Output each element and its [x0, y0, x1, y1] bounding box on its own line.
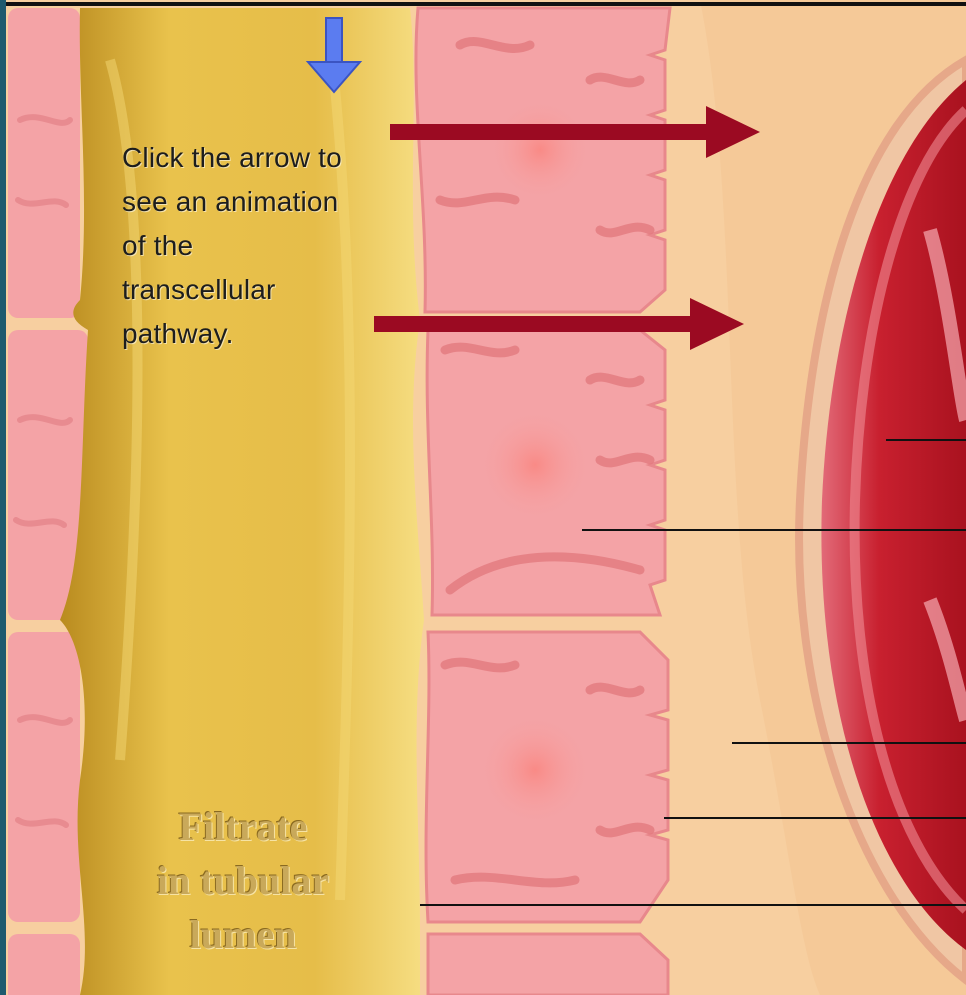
instruction-line: transcellular: [122, 268, 392, 312]
instruction-line: see an animation: [122, 180, 392, 224]
instruction-line: pathway.: [122, 312, 392, 356]
instruction-text: Click the arrow to see an animation of t…: [122, 136, 392, 356]
instruction-line: of the: [122, 224, 392, 268]
left-border: [0, 0, 6, 995]
lumen-label-line: Filtrate: [118, 800, 368, 854]
instruction-line: Click the arrow to: [122, 136, 392, 180]
lumen-label-line: lumen: [118, 908, 368, 962]
lumen-label-line: in tubular: [118, 854, 368, 908]
tubule-cells: [416, 8, 670, 995]
far-wall-cells: [8, 8, 88, 995]
lumen-label: Filtrate in tubular lumen: [118, 800, 368, 962]
